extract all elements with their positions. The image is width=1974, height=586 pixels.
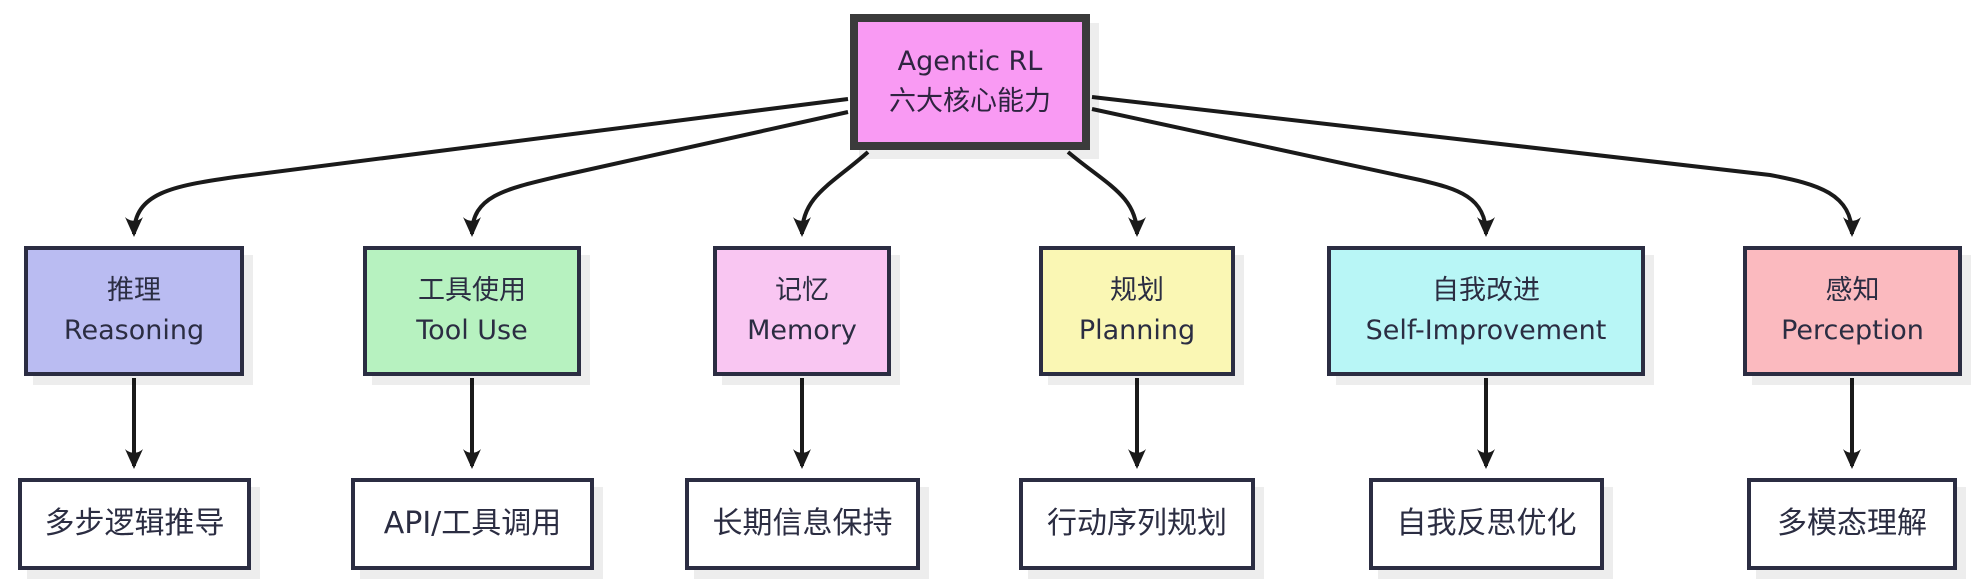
node-planning-label-zh: 规划 (1110, 275, 1164, 306)
node-tool-use-label-en: Tool Use (416, 315, 528, 346)
node-planning-detail: 行动序列规划 (1019, 478, 1255, 570)
node-reasoning-label-en: Reasoning (63, 315, 205, 346)
node-self-improvement-detail-label: 自我反思优化 (1396, 506, 1577, 541)
node-tool-use: 工具使用 Tool Use (363, 246, 581, 376)
node-memory-label-en: Memory (747, 315, 857, 346)
node-self-improvement: 自我改进 Self-Improvement (1327, 246, 1645, 376)
node-memory: 记忆 Memory (713, 246, 891, 376)
node-memory-label-zh: 记忆 (775, 275, 829, 306)
root-node-agentic-rl: Agentic RL 六大核心能力 (850, 14, 1090, 150)
edge-root-to-self-improvement (1091, 107, 1495, 237)
node-reasoning-label-zh: 推理 (107, 275, 161, 306)
node-tool-use-detail: API/工具调用 (351, 478, 594, 570)
node-memory-detail-label: 长期信息保持 (712, 506, 893, 541)
edge-root-to-perception (1091, 95, 1861, 237)
node-self-improvement-label-en: Self-Improvement (1365, 315, 1607, 346)
node-perception-label-en: Perception (1781, 315, 1924, 346)
edge-root-to-planning (1066, 150, 1146, 237)
node-perception: 感知 Perception (1743, 246, 1962, 376)
node-planning-label-en: Planning (1078, 315, 1196, 346)
node-planning-detail-label: 行动序列规划 (1047, 506, 1227, 541)
node-perception-label-zh: 感知 (1825, 275, 1880, 306)
root-node-title-en: Agentic RL (897, 46, 1043, 77)
edge-root-to-memory (793, 150, 870, 237)
edge-root-to-reasoning (125, 97, 849, 237)
node-planning: 规划 Planning (1039, 246, 1235, 376)
edge-root-to-tool-use (463, 110, 849, 237)
node-tool-use-label-zh: 工具使用 (418, 275, 526, 306)
node-memory-detail: 长期信息保持 (685, 478, 920, 570)
node-tool-use-detail-label: API/工具调用 (383, 506, 562, 541)
node-perception-detail: 多模态理解 (1747, 478, 1957, 570)
node-self-improvement-label-zh: 自我改进 (1432, 275, 1540, 306)
node-perception-detail-label: 多模态理解 (1777, 506, 1927, 541)
node-reasoning: 推理 Reasoning (24, 246, 244, 376)
node-self-improvement-detail: 自我反思优化 (1369, 478, 1604, 570)
node-reasoning-detail: 多步逻辑推导 (18, 478, 251, 570)
root-node-title-zh: 六大核心能力 (889, 86, 1051, 117)
node-reasoning-detail-label: 多步逻辑推导 (44, 506, 225, 541)
